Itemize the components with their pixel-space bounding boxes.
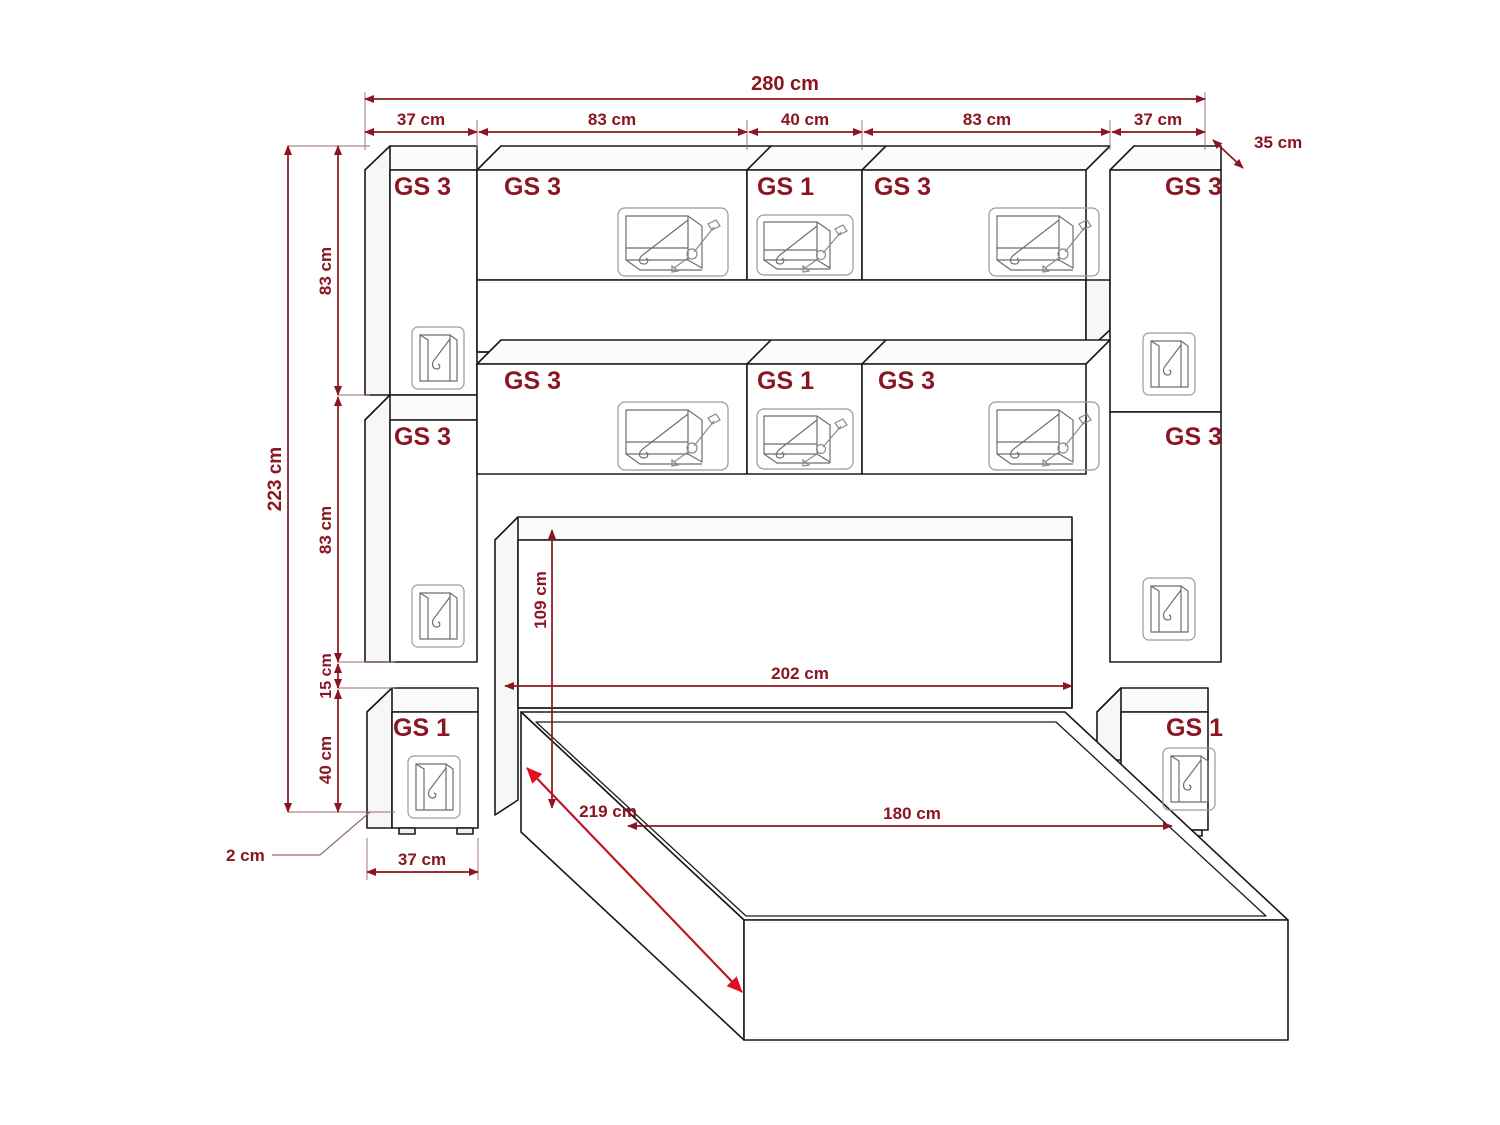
module-label-middle-1: GS 3 (504, 367, 561, 395)
flap-door-gas-piston-icon (756, 408, 854, 470)
flap-door-gas-piston-icon (988, 207, 1100, 277)
dim-bed-length (526, 767, 743, 993)
module-label-left-upper: GS 3 (394, 173, 451, 201)
furniture-geometry (364, 145, 1289, 1041)
dim-label-83-upper: 83 cm (316, 247, 335, 295)
dim-label-280: 280 cm (751, 73, 819, 95)
dimension-lines (272, 92, 1244, 993)
module-label-upper-3: GS 3 (874, 173, 931, 201)
dim-label-35-depth: 35 cm (1254, 133, 1302, 152)
hinged-door-icon (411, 326, 465, 390)
bed-headboard[interactable] (494, 516, 1073, 816)
dim-label-37-nightstand: 37 cm (398, 850, 446, 869)
right-column-lower-cabinet[interactable] (1109, 411, 1222, 663)
dim-label-40: 40 cm (781, 110, 829, 129)
hinged-door-icon (411, 584, 465, 648)
left-column-lower-cabinet[interactable] (364, 394, 478, 663)
dim-label-219: 219 cm (579, 802, 637, 821)
hinged-door-icon (1142, 332, 1196, 396)
module-labels: GS 3 GS 3 GS 3 GS 1 GS 3 GS 3 GS 1 GS 3 … (393, 173, 1223, 742)
dim-label-83-right: 83 cm (963, 110, 1011, 129)
dim-label-202: 202 cm (771, 664, 829, 683)
flap-door-gas-piston-icon (756, 214, 854, 276)
module-label-right-upper: GS 3 (1165, 173, 1222, 201)
leader-plinth (272, 811, 371, 856)
module-label-nightstand-left: GS 1 (393, 714, 450, 742)
left-column-upper-cabinet[interactable] (364, 145, 478, 396)
module-label-right-lower: GS 3 (1165, 423, 1222, 451)
flap-door-gas-piston-icon (617, 207, 729, 277)
flap-door-gas-piston-icon (617, 401, 729, 471)
right-column-upper-cabinet[interactable] (1109, 145, 1222, 413)
hinged-door-icons (407, 326, 1216, 819)
dim-label-180: 180 cm (883, 804, 941, 823)
dim-label-2cm: 2 cm (226, 846, 265, 865)
hinged-door-icon (407, 755, 461, 819)
dim-label-37-left: 37 cm (397, 110, 445, 129)
dim-label-83-left: 83 cm (588, 110, 636, 129)
module-label-nightstand-right: GS 1 (1166, 714, 1223, 742)
flap-door-gas-piston-icons (617, 207, 1100, 471)
module-label-upper-1: GS 3 (504, 173, 561, 201)
dim-label-109: 109 cm (531, 571, 550, 629)
dimension-labels: 280 cm 37 cm 83 cm 40 cm 83 cm 37 cm 35 … (226, 73, 1302, 869)
dim-label-37-right: 37 cm (1134, 110, 1182, 129)
hinged-door-icon (1162, 747, 1216, 811)
module-label-left-lower: GS 3 (394, 423, 451, 451)
flap-door-gas-piston-icon (988, 401, 1100, 471)
hinged-door-icon (1142, 577, 1196, 641)
module-label-middle-2: GS 1 (757, 367, 814, 395)
module-label-upper-2: GS 1 (757, 173, 814, 201)
left-nightstand[interactable] (366, 687, 479, 835)
dim-depth (1212, 139, 1244, 169)
dim-label-40-height: 40 cm (316, 736, 335, 784)
dim-label-223: 223 cm (265, 447, 286, 511)
module-label-middle-3: GS 3 (878, 367, 935, 395)
dim-label-15: 15 cm (318, 653, 335, 698)
dim-label-83-lower: 83 cm (316, 506, 335, 554)
